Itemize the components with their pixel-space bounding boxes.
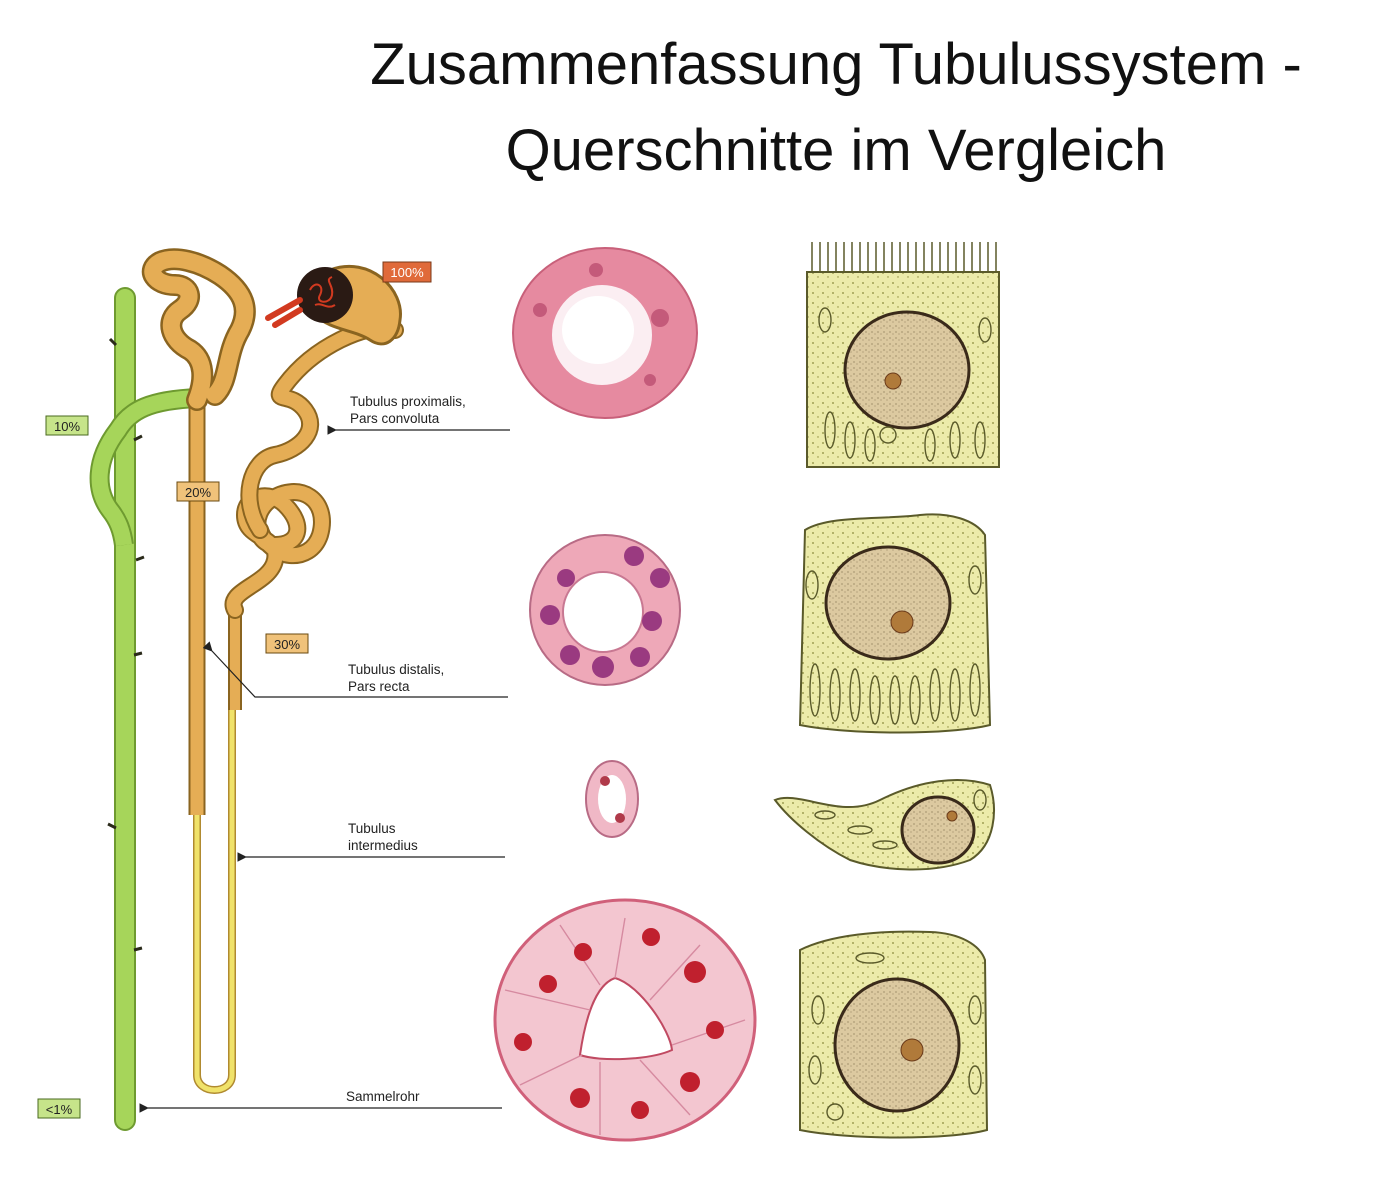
svg-text:20%: 20% <box>185 485 211 500</box>
histology-proximal <box>512 247 698 419</box>
label-sammelrohr: Sammelrohr <box>139 1089 502 1113</box>
title-line-1: Zusammenfassung Tubulussystem - <box>370 32 1302 97</box>
label-proximal-line2: Pars convoluta <box>350 411 440 426</box>
label-proximal: Tubulus proximalis, Pars convoluta <box>327 394 510 435</box>
label-sammelrohr-text: Sammelrohr <box>346 1089 420 1104</box>
slide-title: Zusammenfassung Tubulussystem - Querschn… <box>280 22 1392 194</box>
svg-text:30%: 30% <box>274 637 300 652</box>
cell-intermedius <box>773 779 995 871</box>
cell-proximal <box>806 242 1000 468</box>
proximal-convoluted-tubule <box>141 248 404 619</box>
label-distal-line1: Tubulus distalis, <box>348 662 444 677</box>
glomerulus <box>265 264 402 346</box>
cell-collecting <box>799 930 989 1139</box>
nephron-schematic: 100% 10% 20% 30% <1% <box>37 248 432 1131</box>
collecting-duct <box>89 287 199 1131</box>
pct-box-100: 100% <box>382 261 432 283</box>
title-line-2: Querschnitte im Vergleich <box>505 118 1167 183</box>
histology-distal <box>529 534 681 686</box>
label-intermedius: Tubulus intermedius <box>237 821 505 862</box>
pct-box-10: 10% <box>45 415 89 436</box>
label-proximal-line1: Tubulus proximalis, <box>350 394 466 409</box>
label-distal: Tubulus distalis, Pars recta <box>202 641 508 698</box>
histology-intermedius <box>585 760 639 838</box>
pct-box-lt1: <1% <box>37 1098 81 1119</box>
label-distal-line2: Pars recta <box>348 679 410 694</box>
label-intermedius-line1: Tubulus <box>348 821 396 836</box>
cell-distal <box>798 513 992 734</box>
pct-box-20: 20% <box>176 481 220 502</box>
svg-text:10%: 10% <box>54 419 80 434</box>
pct-box-30: 30% <box>265 633 309 654</box>
svg-text:100%: 100% <box>390 265 424 280</box>
label-intermedius-line2: intermedius <box>348 838 418 853</box>
loop-of-henle <box>188 390 242 1094</box>
svg-text:<1%: <1% <box>46 1102 73 1117</box>
histology-collecting <box>493 898 757 1142</box>
